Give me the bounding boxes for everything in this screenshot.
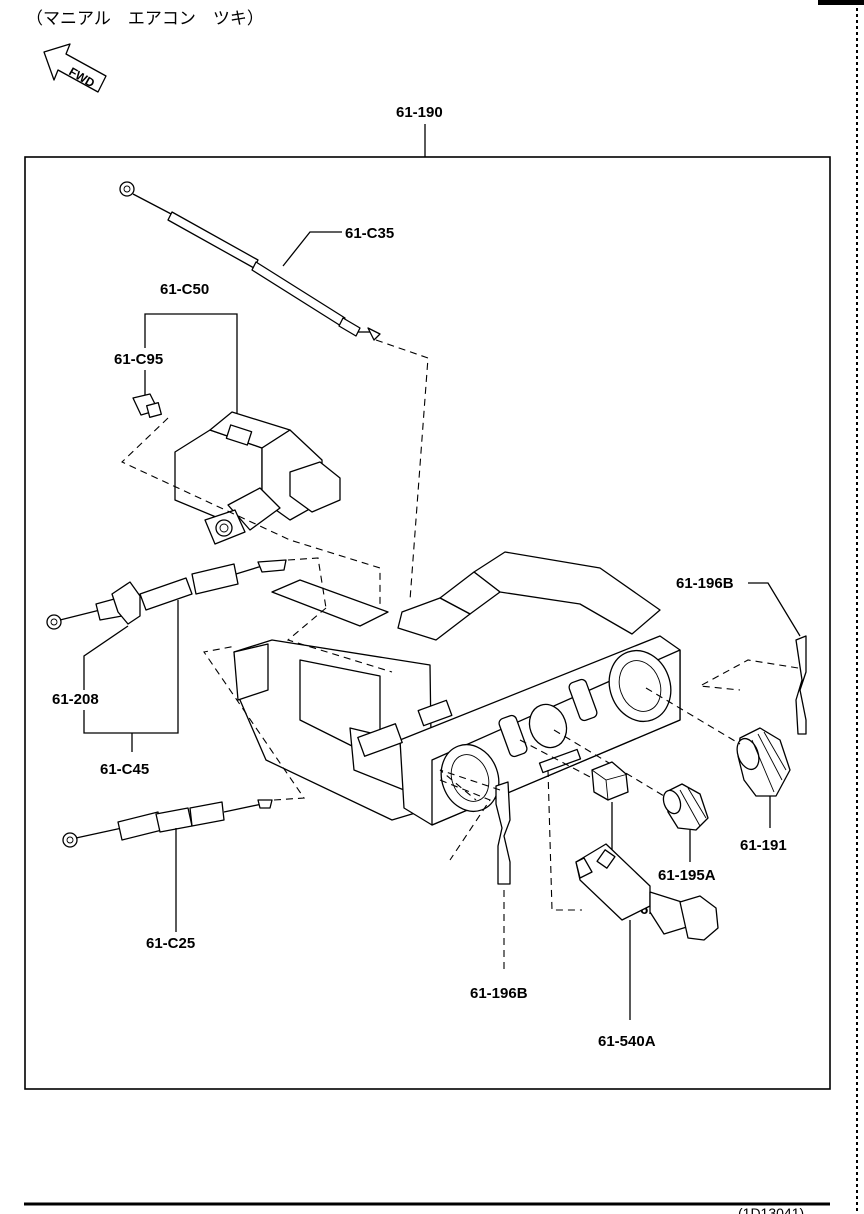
corner-tab (818, 0, 864, 5)
assembly-frame (24, 156, 831, 1090)
callout-knob-small: 61-195A (658, 867, 716, 884)
clip-right (795, 635, 807, 735)
assembly-label: 61-190 (396, 104, 443, 121)
callout-actuator-bulb: 61-C95 (114, 351, 163, 368)
knob-cap (591, 761, 629, 801)
knob-small (662, 783, 709, 831)
knob-large (736, 727, 791, 797)
cable-bottom (62, 799, 273, 848)
header-title: （マニアル エアコン ツキ） (26, 9, 264, 29)
callout-cable-top: 61-C35 (345, 225, 394, 242)
actuator-body (174, 411, 341, 545)
cable-top (119, 181, 381, 341)
callout-knob-large: 61-191 (740, 837, 787, 854)
cable-mid (46, 559, 287, 630)
callout-switch: 61-540A (598, 1033, 656, 1050)
fwd-arrow-icon: FWD (43, 43, 107, 93)
switch (575, 843, 719, 941)
control-head (233, 551, 681, 826)
callout-actuator: 61-C50 (160, 281, 209, 298)
callout-cable-mid-end: 61-208 (52, 691, 99, 708)
callout-cable-bottom: 61-C25 (146, 935, 195, 952)
callout-clip-right: 61-196B (676, 575, 734, 592)
callout-clip-left: 61-196B (470, 985, 528, 1002)
actuator-bulb (132, 393, 162, 418)
clip-left (495, 781, 511, 885)
footer-code: (1D13041) (738, 1205, 804, 1214)
callout-cable-mid: 61-C45 (100, 761, 149, 778)
